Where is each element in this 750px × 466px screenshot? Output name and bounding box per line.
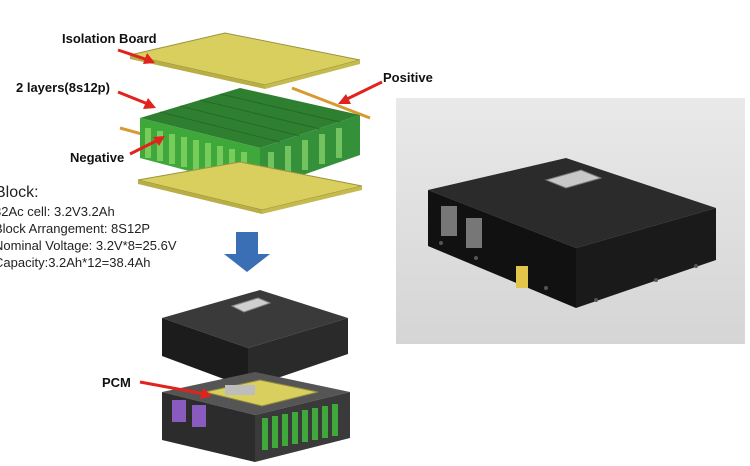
battery-pack-assembly [139,290,350,462]
positive-label: Positive [383,70,433,85]
negative-label: Negative [70,150,125,165]
positive-strip [291,86,371,120]
pcm-label: PCM [102,375,131,390]
flow-arrow-down [224,232,270,272]
warning-label [516,266,528,288]
isolation-board-label: Isolation Board [62,31,157,46]
block-spec-line: Nominal Voltage: 3.2V*8=25.6V [0,238,177,253]
handle [544,169,603,189]
block-spec-line: Capacity:3.2Ah*12=38.4Ah [0,255,151,270]
block-spec-line: Block Arrangement: 8S12P [0,221,151,236]
product-photo [396,98,745,344]
connector [441,206,457,236]
connector [466,218,482,248]
isolation-board-bottom [137,161,363,211]
isolation-board-top [129,32,361,86]
cell-block [140,88,360,190]
block-spec-title: Block: [0,184,39,201]
battery-box-illustration [428,158,716,308]
block-spec-line: 32Ac cell: 3.2V3.2Ah [0,204,115,219]
two-layers-label: 2 layers(8s12p) [16,80,110,95]
